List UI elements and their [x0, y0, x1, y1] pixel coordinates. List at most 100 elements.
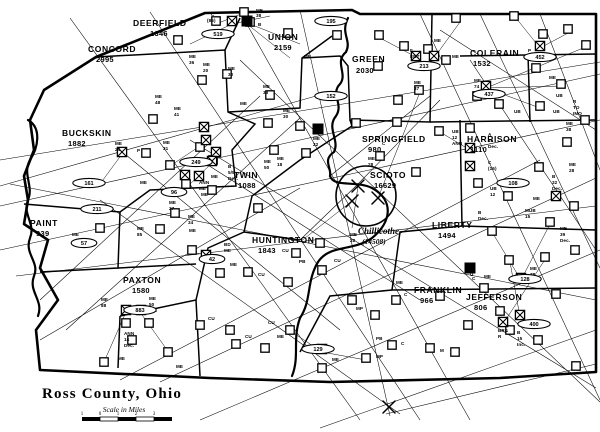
school-symbol-open	[465, 123, 475, 133]
annotation-label: UB	[452, 129, 459, 134]
svg-text:128: 128	[520, 277, 529, 283]
annotation-label: ME	[474, 78, 481, 83]
school-symbol-crossed	[200, 134, 212, 146]
school-symbol-open	[148, 114, 158, 124]
large-school-x	[371, 191, 385, 205]
scale-tick: 3	[153, 412, 156, 417]
annotation-label: UB	[490, 186, 497, 191]
svg-text:PAINT: PAINT	[30, 218, 58, 228]
svg-text:JEFFERSON: JEFFERSON	[466, 292, 522, 302]
annotation-label: ME	[199, 186, 206, 191]
svg-text:1580: 1580	[132, 286, 150, 295]
annotation-label: 50	[149, 302, 155, 307]
school-symbol-open	[556, 79, 566, 89]
annotation-label: (15)	[488, 166, 497, 171]
annotation-label: CU	[268, 320, 275, 325]
school-symbol-open	[181, 179, 191, 189]
annotation-label: ME	[263, 84, 270, 89]
enrollment-bubble: 129	[301, 343, 335, 355]
annotation-label: ME	[396, 280, 403, 285]
school-symbol-open	[540, 252, 550, 262]
annotation-label: MUB	[525, 208, 536, 213]
school-symbol-open	[144, 318, 154, 328]
school-symbol-open	[504, 255, 514, 265]
school-symbol-crossed	[464, 160, 476, 172]
school-symbol-open	[545, 217, 555, 227]
annotation-label: ENT	[410, 54, 420, 59]
enrollment-bubble: 437	[472, 88, 506, 100]
enrollment-bubble: 883	[123, 304, 157, 316]
annotation-label: ME	[176, 364, 183, 369]
school-symbol-open	[370, 310, 380, 320]
large-school-x	[345, 194, 359, 208]
annotation-label: ME	[434, 38, 441, 43]
annotation-label: 20	[203, 68, 209, 73]
school-symbol-open	[263, 118, 273, 128]
annotation-label: 30	[283, 114, 289, 119]
annotation-label: ME	[256, 8, 263, 13]
annotation-label: 32	[552, 180, 558, 185]
svg-text:Chillicothe: Chillicothe	[358, 226, 399, 236]
school-symbol-crossed	[226, 15, 238, 27]
school-symbol-crossed	[534, 40, 546, 52]
page-title: Ross County, Ohio	[42, 386, 182, 402]
school-symbol-open	[222, 69, 232, 79]
enrollment-bubble: 213	[407, 60, 441, 72]
school-symbol-open	[195, 320, 205, 330]
annotation-label: ME	[189, 54, 196, 59]
annotation-label: ME	[137, 226, 144, 231]
svg-text:FRANKLIN: FRANKLIN	[414, 285, 462, 295]
school-symbol-open	[315, 238, 325, 248]
annotation-label: PB	[376, 336, 383, 341]
annotation-label: 27	[169, 206, 175, 211]
annotation-label: ME	[188, 214, 195, 219]
svg-text:108: 108	[508, 181, 517, 187]
school-symbol-open	[99, 357, 109, 367]
school-symbol-open	[509, 11, 519, 21]
annotation-label: Dec.	[560, 238, 570, 243]
svg-text:DEERFIELD: DEERFIELD	[133, 18, 187, 28]
annotation-label: Dec.	[478, 216, 488, 221]
scale-label: Scale in Miles	[103, 405, 146, 414]
annotation-label: R	[573, 99, 577, 104]
school-symbol-open	[538, 29, 548, 39]
school-symbol-open	[95, 223, 105, 233]
annotation-label: ME	[484, 274, 491, 279]
svg-text:400: 400	[529, 322, 538, 328]
annotation-label: Dec.	[124, 343, 134, 348]
school-symbol-crossed	[210, 146, 222, 158]
school-symbol-open	[435, 291, 445, 301]
school-symbol-open	[121, 318, 131, 328]
annotation-label: P	[528, 48, 531, 53]
annotation-label: 38	[263, 90, 269, 95]
annotation-label: ANN	[199, 180, 210, 185]
svg-text:57: 57	[81, 241, 87, 247]
svg-text:249: 249	[191, 160, 200, 166]
svg-text:LIBERTY: LIBERTY	[432, 220, 473, 230]
svg-text:152: 152	[326, 94, 335, 100]
annotation-label: ME	[118, 356, 125, 361]
annotation-label: 28	[368, 162, 374, 167]
enrollment-bubble: 519	[201, 28, 235, 40]
svg-text:SPRINGFIELD: SPRINGFIELD	[362, 134, 426, 144]
annotation-label: 38	[566, 127, 572, 132]
school-symbol-open	[260, 343, 270, 353]
enrollment-bubble: 128	[508, 273, 542, 285]
school-symbol-open	[423, 44, 433, 54]
annotation-label: ME	[560, 226, 567, 231]
school-symbol-open	[361, 353, 371, 363]
annotation-label: ME	[549, 75, 556, 80]
school-symbol-open	[535, 101, 545, 111]
svg-text:980: 980	[368, 145, 381, 154]
enrollment-bubble: 161	[72, 177, 106, 189]
svg-text:2159: 2159	[274, 43, 292, 52]
school-symbol-crossed	[198, 121, 210, 133]
